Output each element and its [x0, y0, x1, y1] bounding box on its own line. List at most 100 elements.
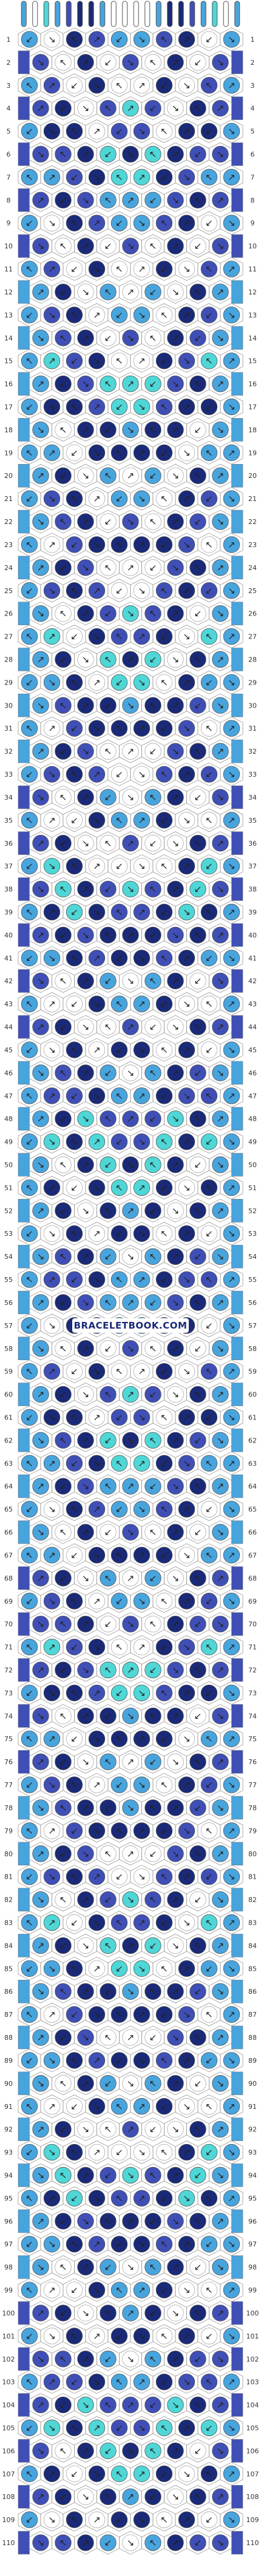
knot: [167, 467, 184, 484]
knot-direction-arrow: ↙: [70, 80, 78, 91]
row-number-left: 35: [4, 817, 13, 825]
knot: [66, 352, 83, 370]
knot-direction-arrow: ↖: [70, 1228, 78, 1239]
top-string: [77, 1, 83, 27]
row-number-left: 43: [4, 1000, 13, 1008]
knot-direction-arrow: ↖: [160, 1044, 168, 1055]
row-number-right: 64: [248, 1482, 257, 1490]
knot-direction-arrow: ↘: [228, 1504, 236, 1515]
edge-string-left: [18, 694, 30, 717]
knot-direction-arrow: ↖: [149, 57, 157, 68]
knot-direction-arrow: ↘: [82, 1205, 90, 1216]
knot-direction-arrow: ↖: [194, 1021, 202, 1032]
knot-direction-arrow: ↗: [183, 1412, 191, 1423]
knot-direction-arrow: ↘: [93, 539, 101, 550]
row-number-right: 46: [248, 1069, 257, 1077]
knot-direction-arrow: ↘: [228, 2055, 236, 2066]
knot-direction-arrow: ↙: [25, 952, 33, 963]
knot-direction-arrow: ↖: [205, 1917, 213, 1928]
knot-direction-arrow: ↘: [183, 2009, 191, 2020]
knot-direction-arrow: ↙: [104, 2354, 112, 2365]
knot-direction-arrow: ↖: [149, 1435, 157, 1446]
knot: [144, 375, 161, 393]
knot-direction-arrow: ↖: [104, 103, 112, 114]
edge-string-left: [18, 2485, 30, 2509]
row-number-right: 104: [246, 2402, 259, 2409]
row-number-right: 16: [248, 380, 257, 388]
knot-direction-arrow: ↘: [37, 1527, 45, 1538]
knot: [77, 421, 94, 439]
knot-direction-arrow: ↗: [37, 562, 45, 573]
edge-string-left: [18, 510, 30, 534]
knot-direction-arrow: ↘: [138, 1044, 146, 1055]
edge-string-right: [231, 280, 243, 304]
knot-direction-arrow: ↗: [172, 2445, 180, 2456]
knot-direction-arrow: ↗: [82, 333, 90, 344]
knot-direction-arrow: ↙: [70, 264, 78, 274]
knot-direction-arrow: ↖: [70, 1871, 78, 1882]
knot-direction-arrow: ↙: [160, 1550, 168, 1561]
edge-string-right: [231, 2117, 243, 2141]
knot-direction-arrow: ↘: [183, 1733, 191, 1744]
knot-direction-arrow: ↖: [115, 1182, 123, 1193]
knot-direction-arrow: ↘: [183, 1550, 191, 1561]
knot-direction-arrow: ↗: [172, 1986, 180, 1997]
knot-direction-arrow: ↘: [183, 1366, 191, 1377]
knot-direction-arrow: ↖: [194, 654, 202, 665]
knot-direction-arrow: ↘: [37, 2445, 45, 2456]
knot: [43, 490, 61, 507]
knot-direction-arrow: ↗: [127, 1205, 135, 1216]
knot-direction-arrow: ↘: [127, 57, 135, 68]
row-number-left: 84: [4, 1942, 13, 1950]
knot-direction-arrow: ↙: [160, 1733, 168, 1744]
row-number-right: 47: [248, 1092, 257, 1100]
knot-direction-arrow: ↗: [217, 2216, 225, 2226]
knot-direction-arrow: ↘: [172, 1573, 180, 1584]
knot-direction-arrow: ↖: [115, 264, 123, 274]
knot-direction-arrow: ↗: [37, 1848, 45, 1859]
knot-direction-arrow: ↙: [194, 975, 202, 986]
knot-direction-arrow: ↘: [127, 1527, 135, 1538]
knot: [144, 284, 161, 300]
knot-direction-arrow: ↖: [160, 1871, 168, 1882]
knot-direction-arrow: ↙: [194, 2262, 202, 2272]
knot-direction-arrow: ↖: [160, 1963, 168, 1974]
knot-direction-arrow: ↗: [183, 585, 191, 596]
knot-direction-arrow: ↗: [93, 34, 101, 45]
knot: [178, 490, 195, 507]
knot-direction-arrow: ↗: [138, 2009, 146, 2020]
knot-direction-arrow: ↗: [138, 1733, 146, 1744]
row-number-right: 26: [248, 610, 257, 618]
knot: [55, 330, 72, 347]
knot-direction-arrow: ↖: [59, 1527, 67, 1538]
knot-direction-arrow: ↙: [205, 2514, 213, 2525]
knot-direction-arrow: ↘: [138, 2423, 146, 2434]
knot-direction-arrow: ↖: [104, 2032, 112, 2043]
knot-direction-arrow: ↙: [194, 1802, 202, 1813]
knot-direction-arrow: ↙: [104, 1067, 112, 1078]
knot-direction-arrow: ↘: [217, 1894, 225, 1905]
knot-direction-arrow: ↖: [25, 2193, 33, 2203]
knot-direction-arrow: ↖: [115, 723, 123, 734]
knot: [212, 99, 229, 117]
knot-direction-arrow: ↘: [138, 217, 146, 228]
knot-direction-arrow: ↙: [149, 1114, 157, 1124]
knot-direction-arrow: ↙: [115, 1137, 123, 1147]
knot-direction-arrow: ↘: [93, 2285, 101, 2295]
edge-string-right: [231, 739, 243, 763]
knot-direction-arrow: ↗: [93, 126, 101, 137]
knot-direction-arrow: ↖: [149, 884, 157, 895]
row-number-right: 62: [248, 1436, 257, 1444]
knot-direction-arrow: ↗: [217, 287, 225, 297]
knot: [178, 444, 195, 462]
knot: [155, 536, 173, 553]
knot-direction-arrow: ↙: [70, 2377, 78, 2388]
knot-direction-arrow: ↗: [228, 1090, 236, 1101]
knot-direction-arrow: ↗: [93, 2423, 101, 2434]
knot-direction-arrow: ↙: [205, 952, 213, 963]
watermark-text: BRACELETBOOK.COM: [74, 1320, 188, 1331]
top-string: [133, 1, 139, 27]
knot: [212, 375, 229, 393]
edge-string-left: [18, 1015, 30, 1039]
knot-direction-arrow: ↖: [104, 1021, 112, 1032]
